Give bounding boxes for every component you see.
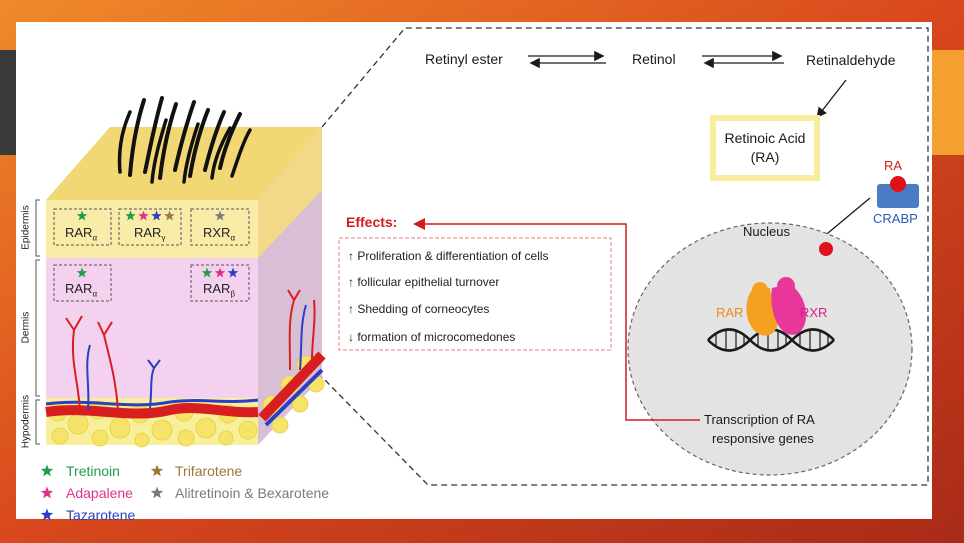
crabp-ra-label: RA xyxy=(884,158,903,173)
epidermis-layer xyxy=(46,200,258,258)
hypodermis-label: Hypodermis xyxy=(20,394,32,449)
receptor-epidermis-rxr-alpha: RXRα xyxy=(203,225,236,243)
retinoic-acid-label: Retinoic Acid xyxy=(724,130,806,146)
receptor-epidermis-rar-gamma: RARγ xyxy=(134,225,166,243)
star-icon xyxy=(164,210,175,221)
receptor-dermis-rar-alpha: RARα xyxy=(65,281,98,299)
layer-brackets xyxy=(35,199,40,445)
star-icon xyxy=(214,210,226,221)
star-icon xyxy=(214,267,226,278)
hairs xyxy=(117,96,252,184)
crabp-label: CRABP xyxy=(873,211,918,226)
nucleus xyxy=(627,222,913,476)
retinoic-acid-molecule xyxy=(819,242,833,256)
legend-label-trifarotene: Trifarotene xyxy=(175,463,243,479)
receptor-epidermis-rar-alpha: RARα xyxy=(65,225,98,243)
legend-label-tretinoin: Tretinoin xyxy=(66,463,120,479)
skin-top-surface xyxy=(46,127,322,200)
retinoic-acid-box xyxy=(710,115,820,181)
effects-title: Effects: xyxy=(346,214,398,230)
crabp-complex xyxy=(877,176,919,208)
legend-star-icon xyxy=(150,486,164,499)
retinoic-acid-abbrev-label: (RA) xyxy=(750,149,780,165)
receptor-dermis-rar-beta: RARβ xyxy=(203,281,236,299)
star-icon xyxy=(76,210,88,221)
zoom-outline xyxy=(321,27,929,486)
nucleus-label: Nucleus xyxy=(743,224,790,239)
legend-label-tazarotene: Tazarotene xyxy=(66,507,136,523)
skin-block xyxy=(35,96,326,448)
effect-item: ↑ follicular epithelial turnover xyxy=(348,275,500,289)
rar-rxr-heterodimer xyxy=(746,277,806,336)
effect-item: ↑ Shedding of corneocytes xyxy=(348,302,490,316)
effect-item: ↓ formation of microcomedones xyxy=(348,330,516,344)
retinyl-ester-label: Retinyl ester xyxy=(425,51,503,67)
star-icon xyxy=(227,267,239,278)
star-icon xyxy=(138,210,149,221)
legend-label-adapalene: Adapalene xyxy=(66,485,133,501)
effects-box xyxy=(338,237,612,351)
legend-star-icon xyxy=(40,508,54,521)
capillaries xyxy=(65,289,316,411)
legend-stars xyxy=(40,464,164,521)
rar-label: RAR xyxy=(716,305,744,320)
legend-star-icon xyxy=(40,486,54,499)
rxr-label: RXR xyxy=(800,305,828,320)
receptor-boxes xyxy=(53,208,250,302)
effects-connector-arrow xyxy=(413,218,700,421)
epidermis-label: Epidermis xyxy=(20,205,32,250)
legend-star-icon xyxy=(40,464,54,477)
transcription-label-line2: responsive genes xyxy=(712,431,814,446)
effect-item: ↑ Proliferation & differentiation of cel… xyxy=(348,249,549,263)
transcription-label: Transcription of RA xyxy=(704,412,815,427)
star-icon xyxy=(76,267,88,278)
retinol-label: Retinol xyxy=(632,51,676,67)
legend-star-icon xyxy=(150,464,164,477)
retinaldehyde-label: Retinaldehyde xyxy=(806,52,896,68)
star-icon xyxy=(201,267,213,278)
dermis-label: Dermis xyxy=(20,311,32,344)
star-icon xyxy=(151,210,162,221)
star-icon xyxy=(125,210,136,221)
legend-label-alitretinoin-bexarotene: Alitretinoin & Bexarotene xyxy=(175,485,330,501)
receptor-stars xyxy=(76,210,239,278)
